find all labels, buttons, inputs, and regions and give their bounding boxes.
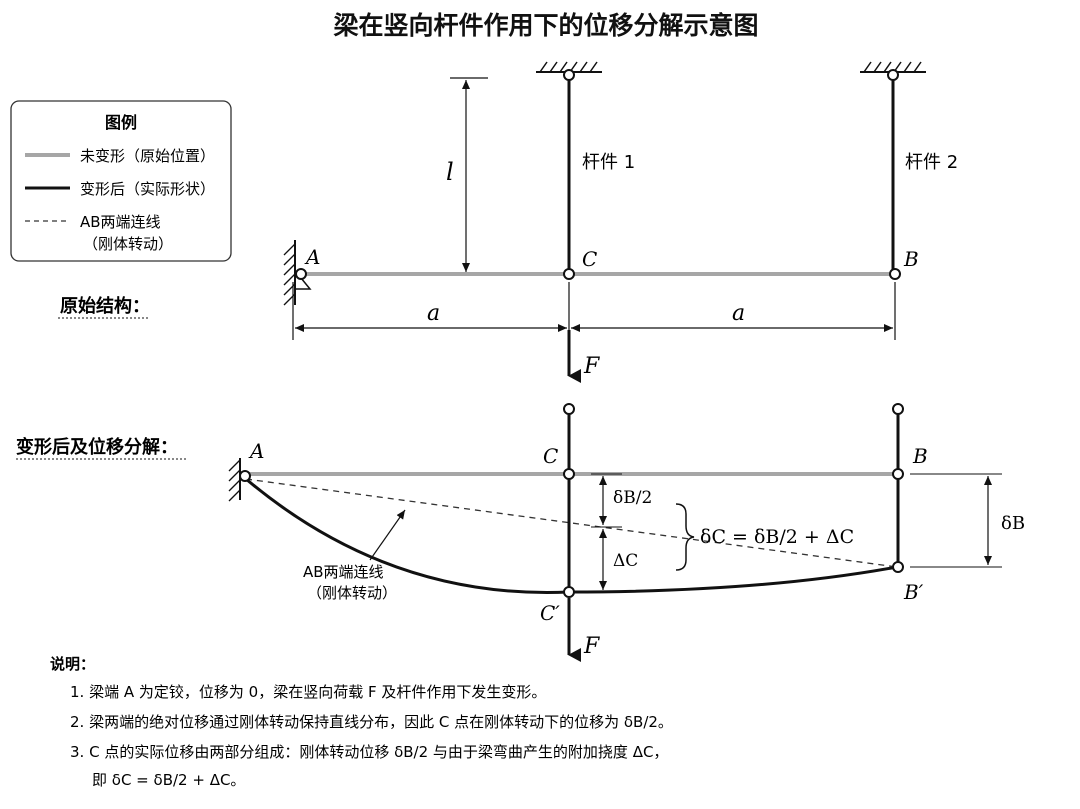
formula-deltaC: δC = δB/2 + ΔC — [700, 526, 854, 548]
brace — [675, 503, 695, 571]
legend-chord-label-1: AB两端连线 — [80, 213, 161, 231]
joint-B-prime — [892, 561, 904, 573]
joint-B — [892, 468, 904, 480]
legend-deformed-label: 变形后（实际形状） — [80, 180, 215, 198]
note-2: 2. 梁两端的绝对位移通过刚体转动保持直线分布，因此 C 点在刚体转动下的位移为… — [70, 713, 673, 731]
chord-line-AB — [245, 478, 898, 568]
label-C-prime: C′ — [540, 601, 560, 625]
label-delta-B: δB — [1001, 513, 1025, 534]
chord-leader — [369, 509, 406, 561]
joint-C-original — [563, 268, 575, 280]
notes: 说明： 1. 梁端 A 为定铰，位移为 0，梁在竖向荷载 F 及杆件作用下发生变… — [50, 655, 673, 789]
note-3: 3. C 点的实际位移由两部分组成：刚体转动位移 δB/2 与由于梁弯曲产生的附… — [70, 743, 668, 761]
label-C-deformed: C — [543, 444, 558, 468]
label-a-right: a — [732, 301, 745, 326]
label-a-left: a — [427, 301, 440, 326]
label-A-deformed: A — [248, 439, 264, 463]
label-delta-C: ΔC — [613, 551, 638, 571]
legend: 图例 未变形（原始位置） 变形后（实际形状） AB两端连线 （刚体转动） — [10, 100, 232, 262]
chord-annotation-1: AB两端连线 — [303, 563, 384, 581]
hinge-A — [295, 268, 307, 280]
rod-2-label: 杆件 2 — [905, 152, 958, 173]
label-B-original: B — [903, 247, 919, 271]
label-A-original: A — [304, 245, 320, 269]
legend-undeformed-label: 未变形（原始位置） — [80, 147, 215, 165]
label-l: l — [446, 158, 454, 186]
page-title: 梁在竖向杆件作用下的位移分解示意图 — [332, 11, 758, 40]
joint-B-original — [889, 268, 901, 280]
label-C-original: C — [582, 247, 597, 271]
chord-annotation-2: （刚体转动） — [307, 584, 397, 602]
note-1: 1. 梁端 A 为定铰，位移为 0，梁在竖向荷载 F 及杆件作用下发生变形。 — [70, 683, 546, 701]
hinge-A-deformed — [239, 470, 251, 482]
label-F-deformed: F — [583, 634, 600, 659]
section-original-label: 原始结构： — [60, 295, 150, 317]
section-deformed-label: 变形后及位移分解： — [16, 436, 178, 458]
label-delta-B-half: δB/2 — [613, 488, 652, 508]
joint-C — [563, 468, 575, 480]
note-4: 即 δC = δB/2 + ΔC。 — [92, 771, 245, 789]
deformed-structure: A C C′ F B B′ δB/2 ΔC δC = δB/2 + ΔC δB — [228, 403, 1025, 662]
legend-chord-label-2: （刚体转动） — [83, 235, 173, 253]
joint-C-prime — [563, 586, 575, 598]
notes-heading: 说明： — [50, 655, 95, 673]
label-B-prime: B′ — [903, 580, 924, 604]
original-structure: A 杆件 1 C 杆件 2 B — [283, 61, 958, 383]
legend-heading: 图例 — [105, 113, 137, 132]
rod-1-label: 杆件 1 — [582, 152, 635, 173]
label-F-original: F — [583, 354, 600, 379]
label-B-deformed: B — [912, 444, 928, 468]
